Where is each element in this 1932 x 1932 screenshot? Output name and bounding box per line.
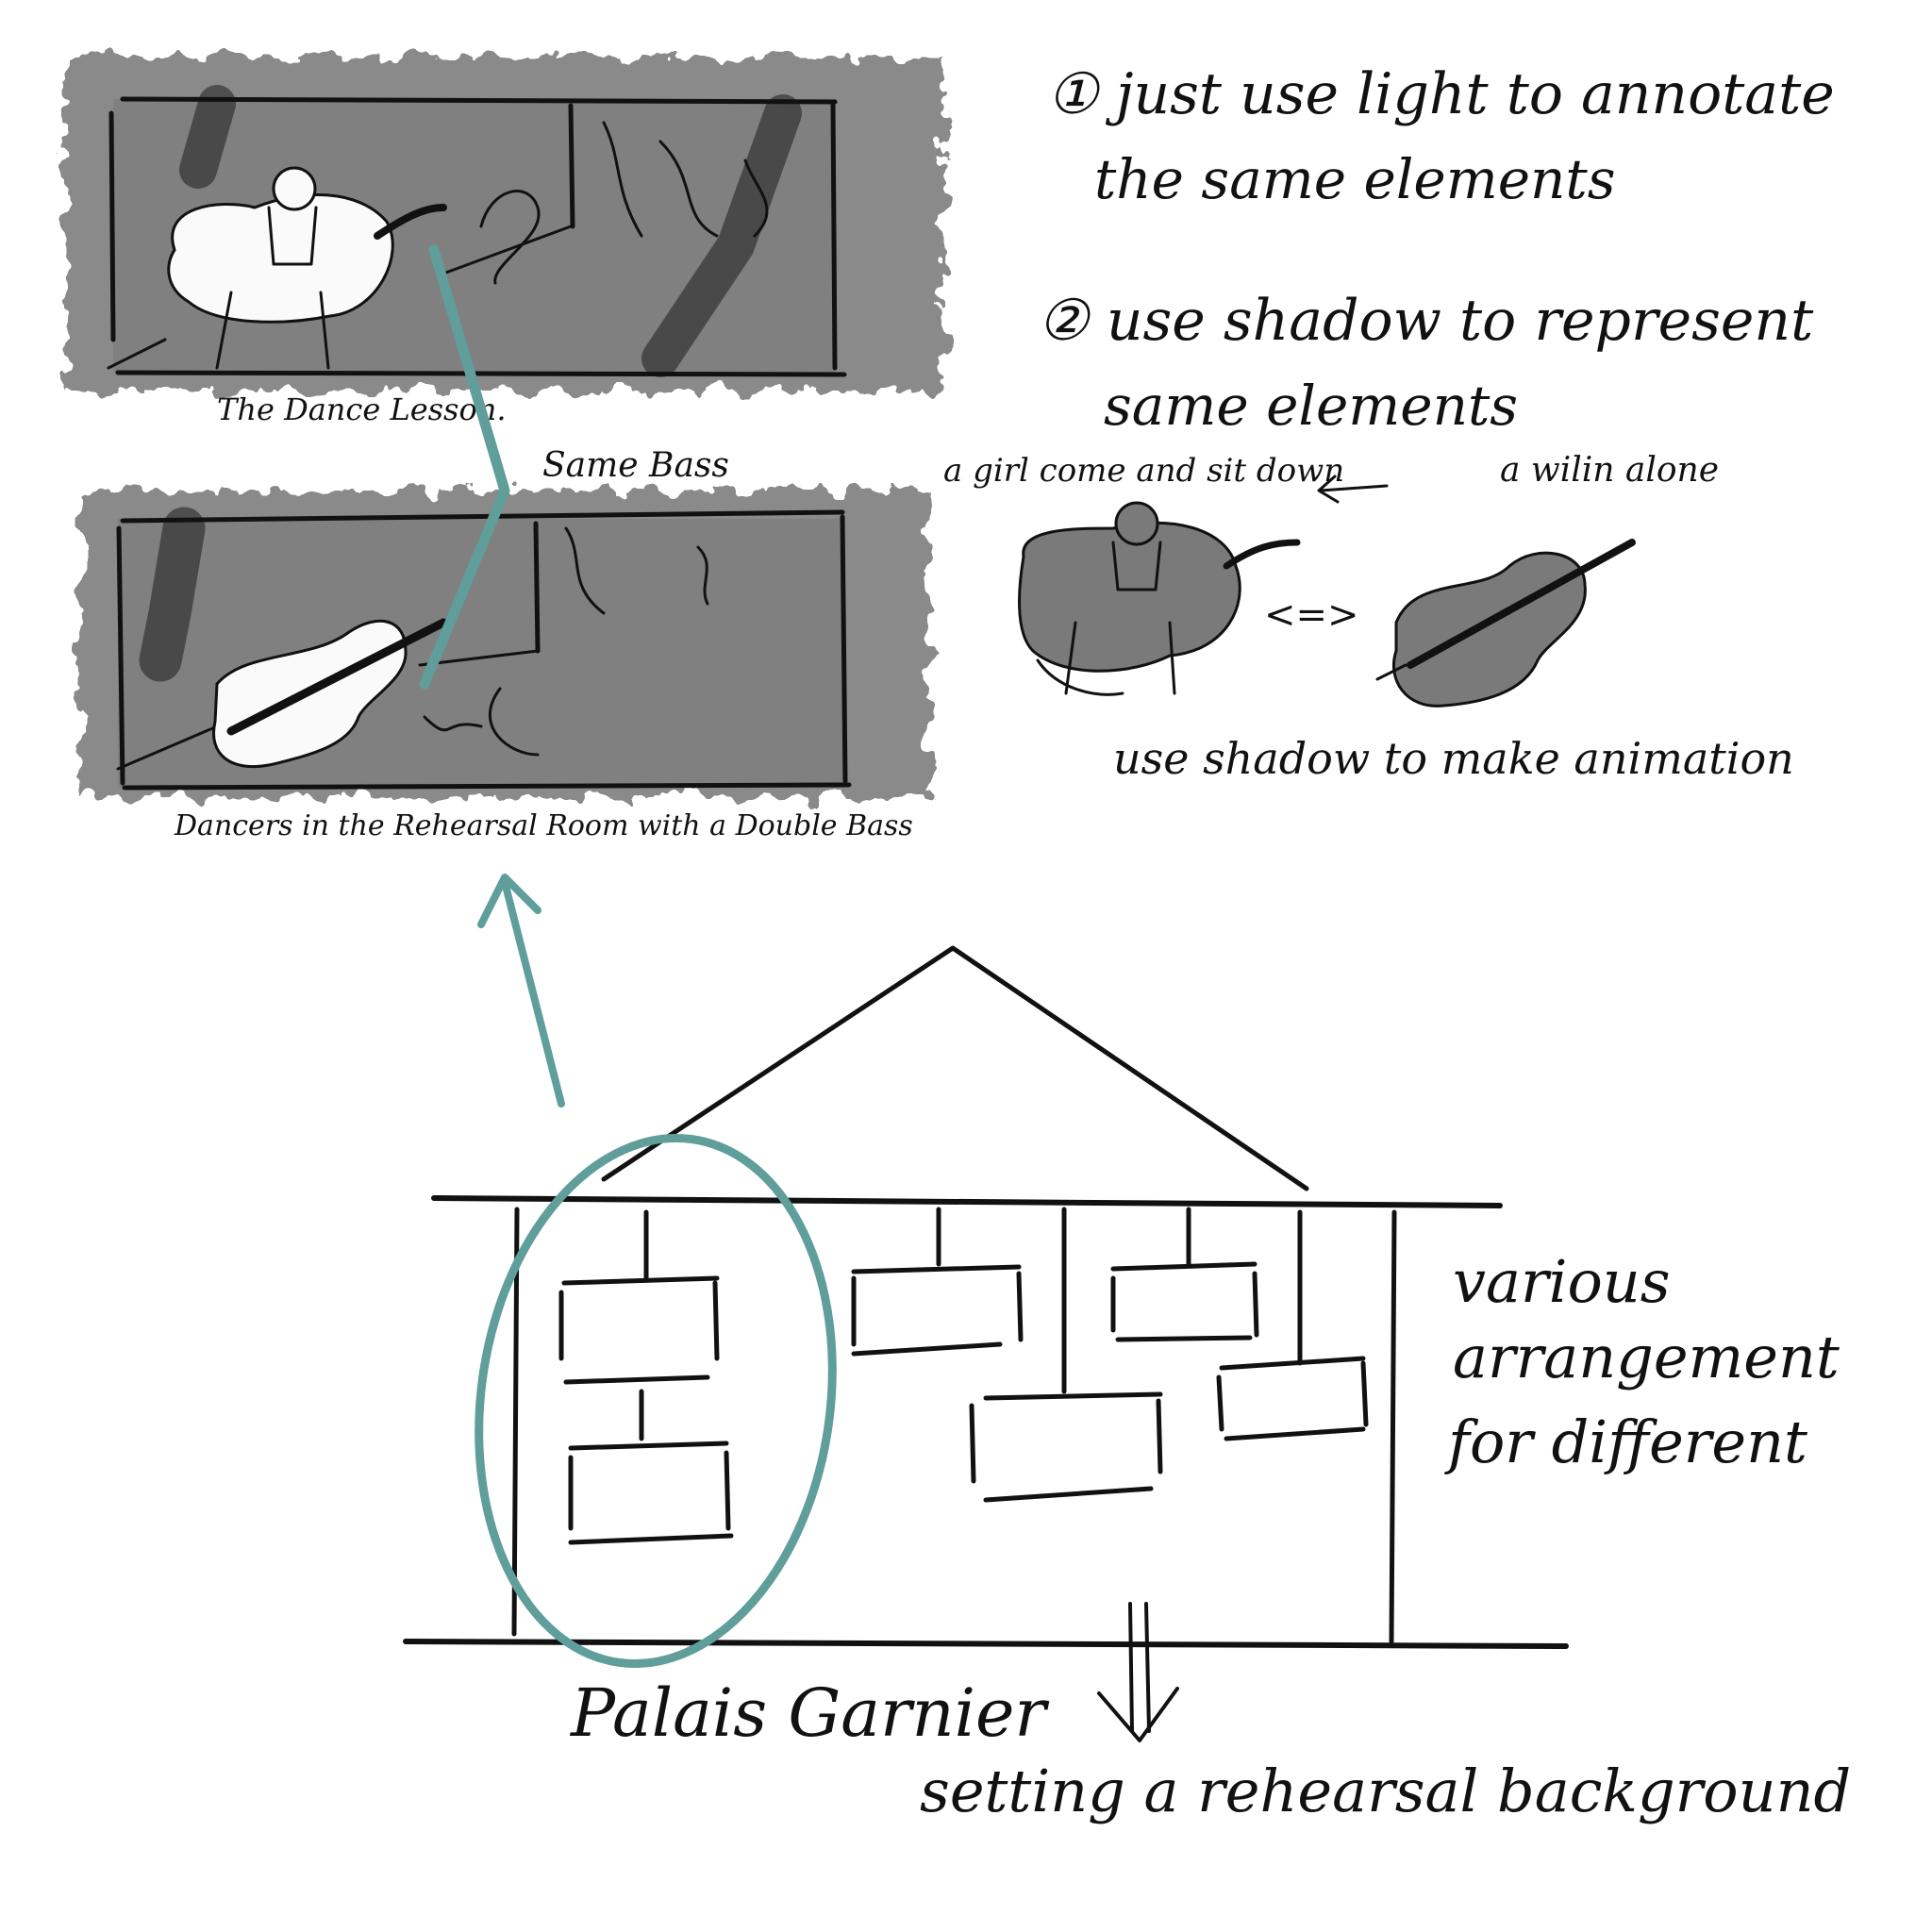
notes-block: ① just use light to annotate the same el…	[943, 61, 1835, 784]
swap-symbol: <=>	[1264, 593, 1359, 637]
same-bass-label: Same Bass	[542, 446, 729, 485]
animation-label: use shadow to make animation	[1113, 733, 1794, 784]
down-arrow-icon	[1097, 1602, 1179, 1742]
highlight-circle	[475, 1134, 837, 1668]
side-note-line-2: arrangement	[1453, 1323, 1840, 1391]
side-note-line-1: various	[1453, 1247, 1671, 1316]
building-name: Palais Garnier	[569, 1674, 1049, 1752]
same-bass-link	[419, 244, 510, 690]
top-panel-caption: The Dance Lesson.	[217, 391, 507, 427]
girl-shadow-sketch	[1018, 501, 1301, 696]
girl-label: a girl come and sit down	[943, 452, 1344, 490]
up-arrow-icon	[477, 874, 565, 1108]
panel-dance-lesson: The Dance Lesson.	[66, 57, 943, 427]
left-arrow-icon	[1317, 475, 1389, 504]
bottom-note: setting a rehearsal background	[920, 1757, 1851, 1825]
note-1-line-2: the same elements	[1094, 147, 1615, 211]
tutu-highlight	[167, 193, 394, 324]
panel-rehearsal-room: Dancers in the Rehearsal Room with a Dou…	[80, 491, 929, 842]
note-2-line-1: ② use shadow to represent	[1038, 288, 1814, 354]
bass-shadow-sketch	[1375, 539, 1636, 708]
bottom-panel-caption: Dancers in the Rehearsal Room with a Dou…	[174, 809, 913, 842]
note-2-line-2: same elements	[1104, 374, 1518, 438]
palais-garnier-sketch: Palais Garnier various arrangement for d…	[403, 945, 1851, 1825]
side-note-line-3: for different	[1444, 1407, 1807, 1476]
violin-label: a wilin alone	[1500, 451, 1719, 490]
note-1-line-1: ① just use light to annotate	[1047, 61, 1835, 127]
